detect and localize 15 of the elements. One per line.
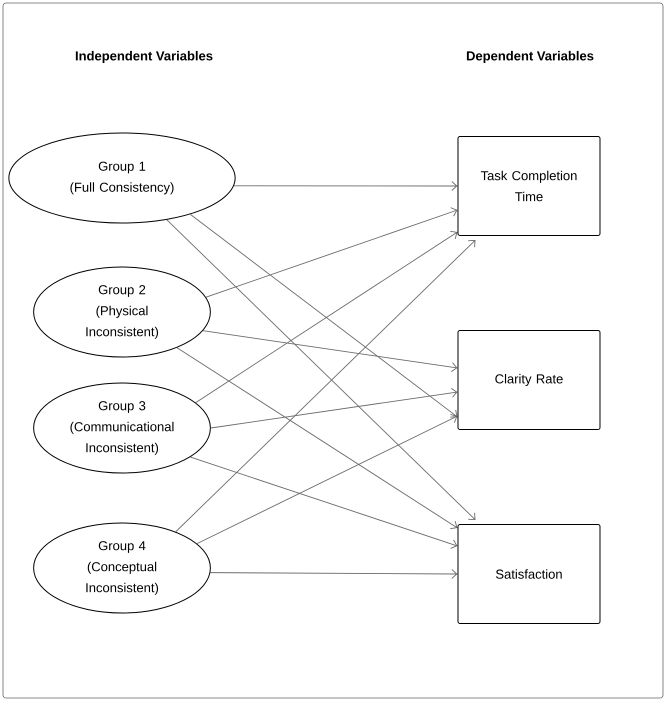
arrow (206, 207, 458, 298)
column-heading: Dependent Variables (466, 50, 594, 64)
arrow (210, 388, 458, 428)
arrow (190, 214, 458, 418)
arrow (202, 330, 458, 372)
column-heading: Independent Variables (76, 50, 212, 64)
arrow (210, 569, 458, 579)
arrow (176, 347, 458, 530)
arrow (234, 181, 458, 191)
arrow (196, 414, 458, 544)
variable-box: Clarity Rate (458, 330, 600, 430)
variable-box: Satisfaction (458, 524, 600, 624)
arrow (190, 456, 458, 549)
variable-box: Task Completion Time (458, 136, 600, 236)
arrow (195, 230, 458, 404)
